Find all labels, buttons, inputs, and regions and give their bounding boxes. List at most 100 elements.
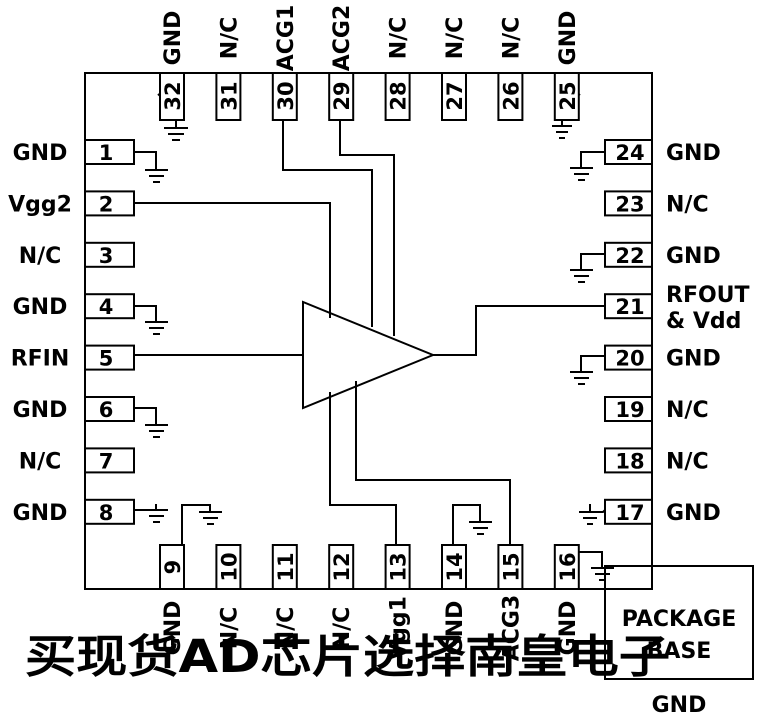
package-outline bbox=[84, 72, 653, 590]
pin-8: 8 GND bbox=[13, 498, 135, 526]
pin-label: ACG2 bbox=[330, 5, 355, 72]
pin-number: 1 bbox=[99, 141, 114, 165]
pin-label: N/C bbox=[443, 17, 468, 60]
pin-box bbox=[497, 544, 524, 590]
pin-box bbox=[84, 344, 135, 371]
pin-label: GND bbox=[666, 347, 721, 372]
pin-number: 12 bbox=[330, 552, 354, 581]
pin-label: N/C bbox=[330, 607, 355, 650]
pin-label: N/C bbox=[499, 17, 524, 60]
pin-label: Vgg1 bbox=[387, 596, 412, 660]
pin-box bbox=[84, 498, 135, 525]
pin-27: 27 N/C bbox=[441, 17, 468, 121]
pin-label: N/C bbox=[666, 449, 709, 474]
pin-box bbox=[441, 72, 467, 121]
pin-31: 31 N/C bbox=[215, 17, 242, 121]
pin-label: ACG3 bbox=[499, 595, 524, 662]
ground-symbols bbox=[121, 93, 616, 581]
pin-label: N/C bbox=[666, 192, 709, 217]
pin-box bbox=[328, 544, 355, 590]
pin-box bbox=[497, 72, 524, 121]
pin-number: 7 bbox=[99, 449, 114, 473]
pin-label: GND bbox=[13, 501, 68, 526]
package-base: PACKAGE BASE GND bbox=[604, 565, 754, 716]
pin-box bbox=[84, 190, 135, 217]
pin-label: GND bbox=[13, 141, 68, 166]
pin-number: 5 bbox=[99, 347, 114, 371]
pin-label: GND bbox=[666, 141, 721, 166]
pin-number: 30 bbox=[274, 81, 298, 110]
pin-label: N/C bbox=[19, 449, 62, 474]
pin-box bbox=[604, 293, 653, 320]
pin-28: 28 N/C bbox=[384, 17, 412, 121]
pin-number: 24 bbox=[615, 141, 644, 165]
pin-12: 12N/C bbox=[328, 544, 355, 650]
pin-3: 3N/C bbox=[19, 241, 135, 269]
pin-23: 23 N/C bbox=[604, 190, 709, 217]
pin-box bbox=[553, 544, 580, 590]
watermark-text: 买现货AD芯片选择南皇电子 bbox=[25, 630, 670, 683]
package-base-line2: BASE bbox=[647, 639, 712, 664]
pin-box bbox=[553, 72, 580, 121]
pin-box bbox=[271, 72, 298, 121]
pin-label: N/C bbox=[217, 17, 242, 60]
pin-box bbox=[604, 241, 653, 268]
pin-box bbox=[328, 72, 355, 121]
pin-box bbox=[604, 447, 653, 474]
pin-label: GND bbox=[666, 501, 721, 526]
pin-number: 17 bbox=[615, 501, 644, 525]
pin-label-2: & Vdd bbox=[666, 309, 741, 334]
pin-box bbox=[271, 544, 298, 590]
pin-number: 23 bbox=[615, 192, 644, 216]
pin-number: 2 bbox=[99, 192, 114, 216]
pin-box bbox=[215, 72, 242, 121]
pin-number: 28 bbox=[387, 81, 411, 110]
pin-label: GND bbox=[13, 295, 68, 320]
pin-label: GND bbox=[556, 601, 581, 656]
pin-11: 11N/C bbox=[271, 544, 299, 649]
pin-number: 4 bbox=[99, 295, 114, 319]
pin-box bbox=[84, 447, 135, 474]
pin-label: RFOUT bbox=[666, 283, 750, 308]
pin-26: 26N/C bbox=[497, 17, 524, 121]
bottom-pins: 9GND10N/C11N/C12N/C13Vgg114GND15ACG316GN… bbox=[159, 544, 581, 662]
pin-number: 13 bbox=[387, 552, 411, 581]
pin-30: 30 ACG1 bbox=[271, 5, 299, 121]
pin-number: 27 bbox=[443, 81, 467, 110]
pin-label: GND bbox=[556, 11, 581, 66]
pin-7: 7 N/C bbox=[19, 447, 135, 474]
pin-box bbox=[384, 72, 411, 121]
pin-box bbox=[84, 241, 135, 268]
pin-box bbox=[604, 396, 653, 422]
pin-number: 14 bbox=[443, 552, 467, 581]
pin-label: N/C bbox=[387, 17, 412, 60]
pin-number: 21 bbox=[615, 295, 644, 319]
pin-number: 11 bbox=[274, 552, 298, 581]
pin-label: ACG1 bbox=[274, 5, 299, 72]
pin-number: 31 bbox=[217, 81, 241, 110]
pin-1: 1 GND bbox=[13, 139, 135, 166]
pin-label: GND bbox=[443, 601, 468, 656]
package-base-ground: GND bbox=[652, 693, 707, 716]
pin-17: 17 GND bbox=[604, 498, 721, 526]
pin-number: 10 bbox=[217, 552, 241, 581]
pin-label: GND bbox=[161, 601, 186, 656]
pin-label: Vgg2 bbox=[8, 192, 72, 217]
pin-label: N/C bbox=[19, 244, 62, 269]
pin-number: 8 bbox=[99, 501, 114, 525]
pin-4: 4 GND bbox=[13, 293, 135, 320]
pin-box bbox=[159, 72, 185, 121]
top-pins: 32GND31N/C30ACG129ACG228N/C27N/C26N/C25G… bbox=[159, 5, 581, 121]
pin-label: GND bbox=[13, 398, 68, 423]
